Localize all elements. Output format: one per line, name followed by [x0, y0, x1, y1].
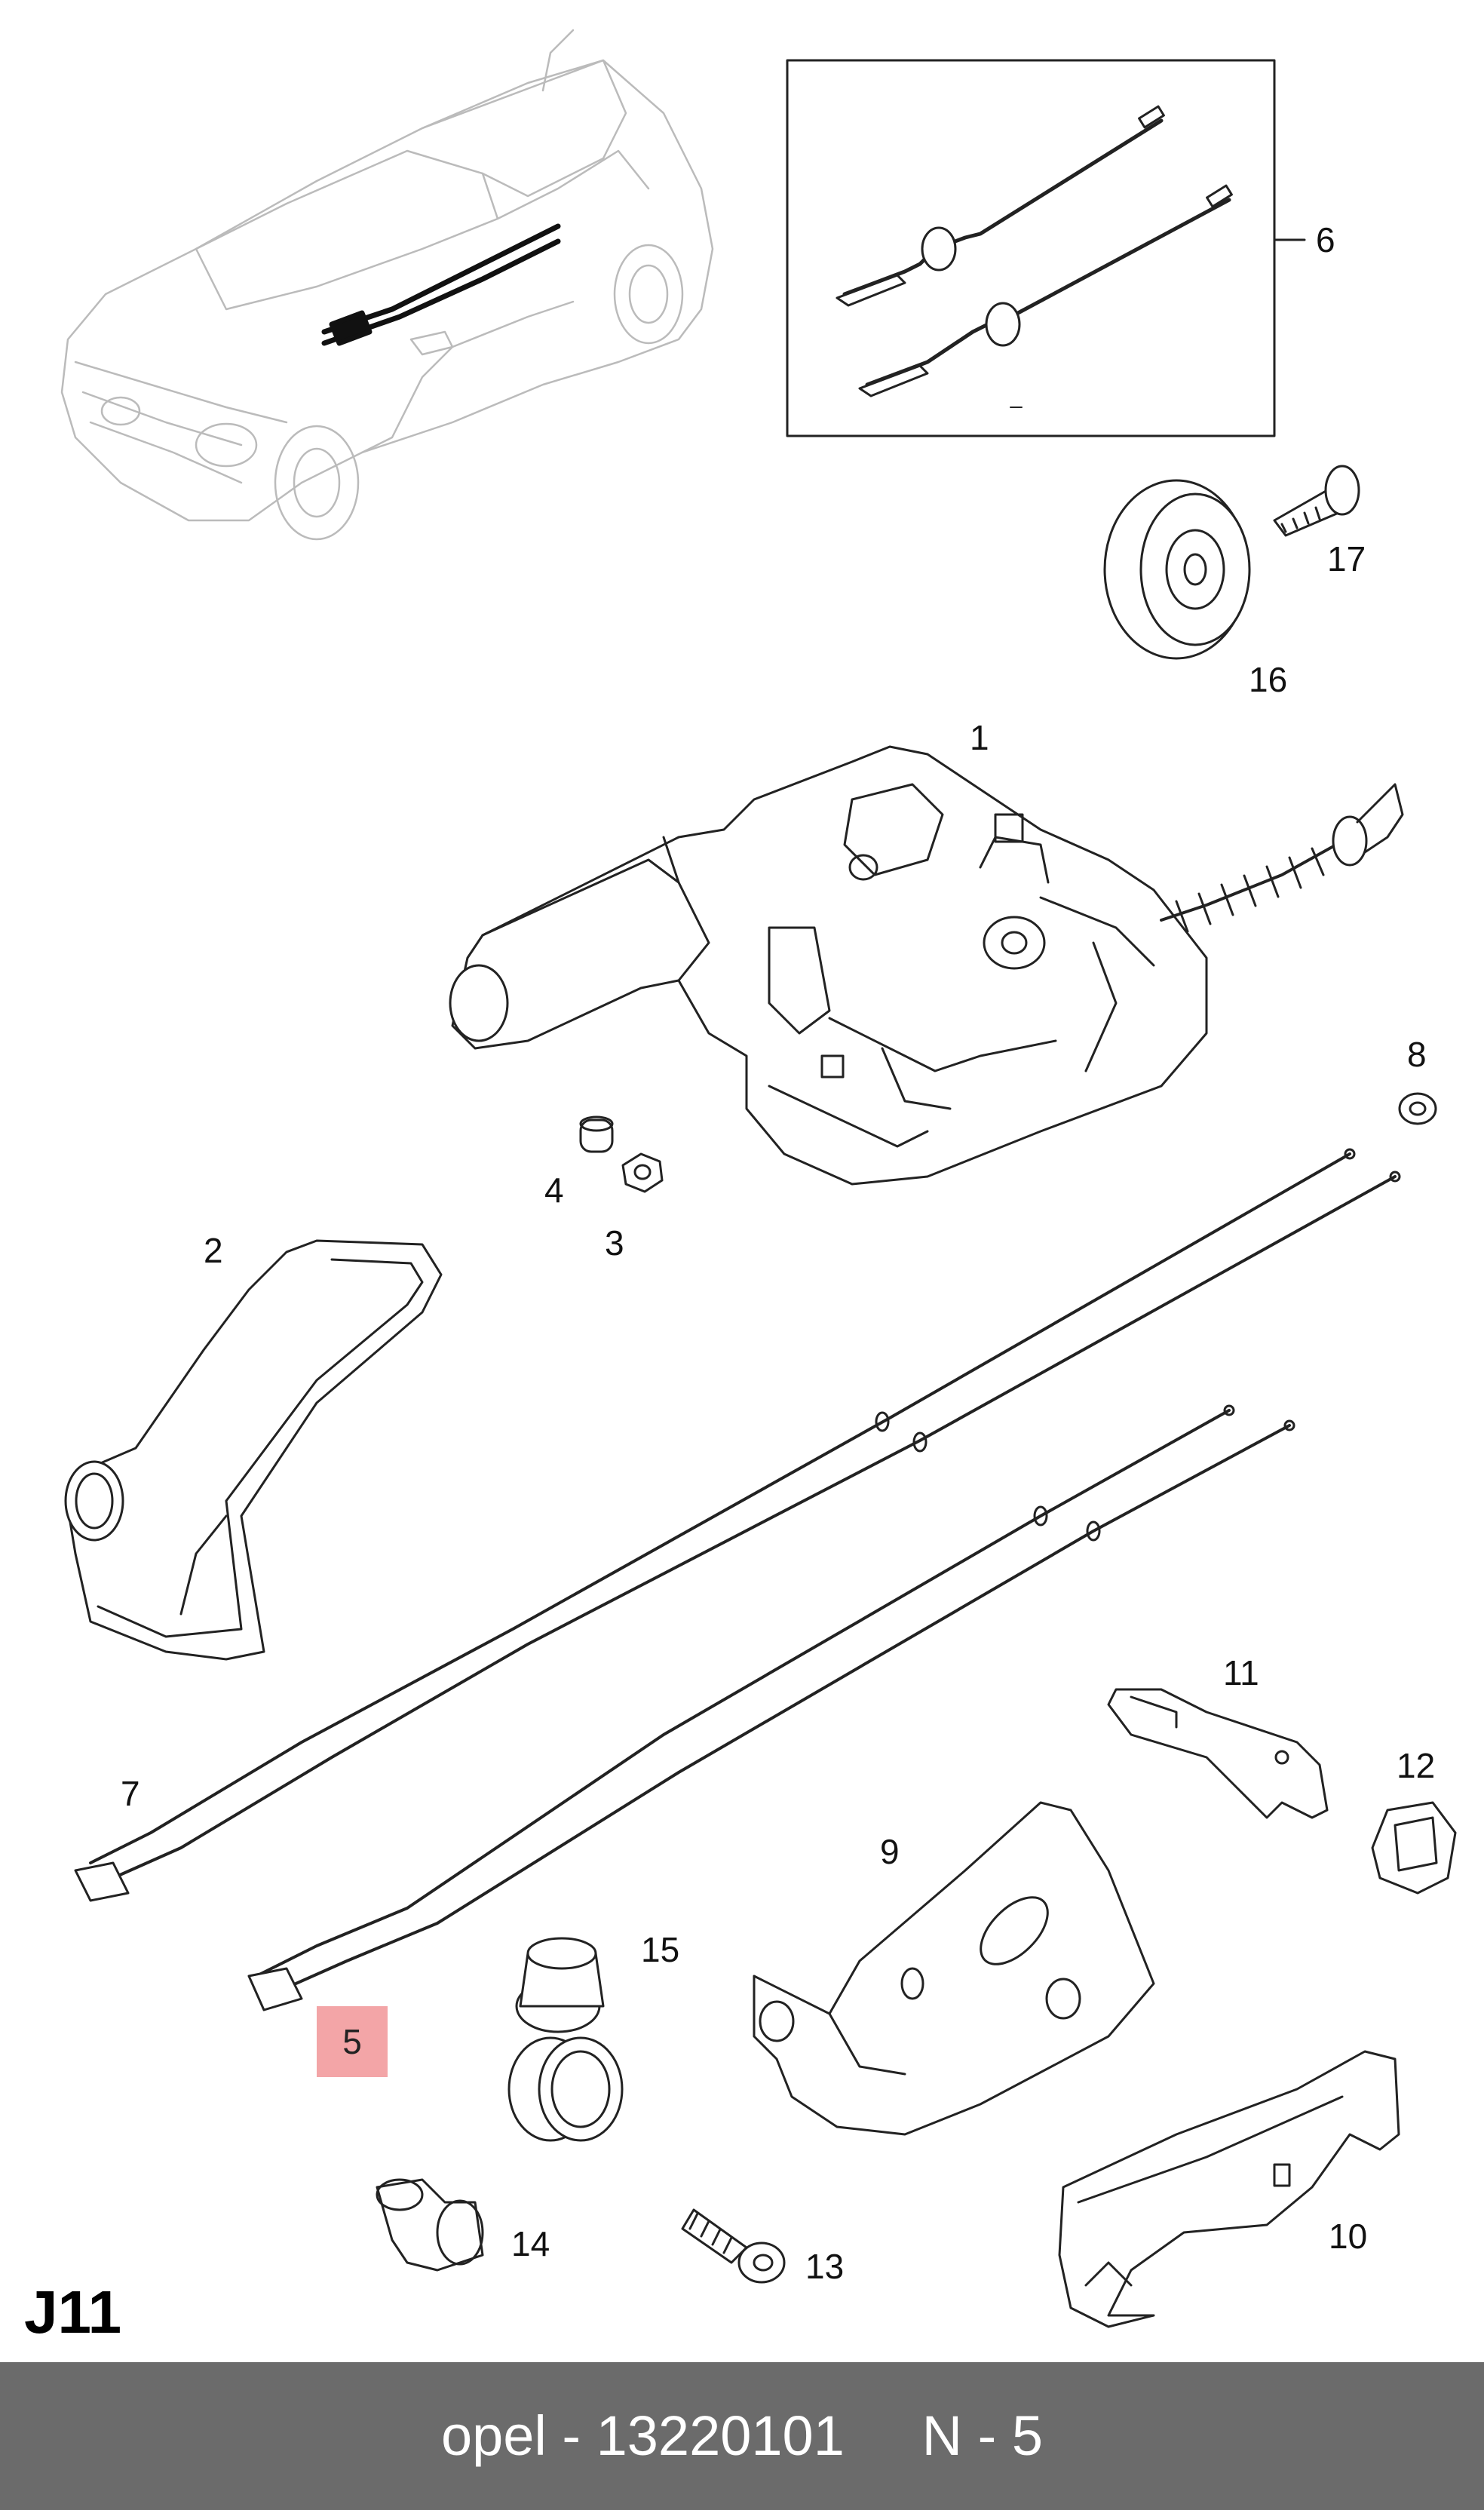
callout-8: 8: [1407, 1035, 1427, 1074]
part-6-cables: [836, 105, 1233, 408]
footer-bar: opel - 13220101 N - 5: [0, 2362, 1484, 2510]
part-12-clip: [1371, 1801, 1457, 1895]
callout-6: 6: [1316, 220, 1335, 259]
part-17-screw: [1273, 465, 1360, 537]
part-9-bracket: [753, 1801, 1155, 2136]
part-6-frame: [786, 59, 1276, 437]
callout-3: 3: [605, 1223, 624, 1263]
part-1-handbrake-lever: [449, 745, 1208, 1186]
callout-11: 11: [1223, 1653, 1259, 1692]
cable-route-highlight: [321, 223, 561, 346]
callout-5: 5: [342, 2022, 362, 2061]
callout-4: 4: [544, 1171, 564, 1210]
part-1-threaded-rod: [1160, 783, 1404, 933]
part-14-sleeve: [376, 2178, 484, 2272]
part-7-cables: [74, 1148, 1401, 1902]
callout-17: 17: [1327, 539, 1366, 578]
part-11-bracket: [1107, 1688, 1329, 1819]
section-code: J11: [24, 2278, 122, 2346]
footer-part-caption: opel - 13220101 N - 5: [440, 2404, 1044, 2467]
part-10-bracket: [1058, 2050, 1400, 2328]
callout-7: 7: [121, 1774, 140, 1813]
part-13-bolt: [681, 2208, 786, 2284]
callout-15: 15: [641, 1930, 680, 1969]
callout-2: 2: [204, 1231, 223, 1270]
part-4-bushing: [579, 1115, 614, 1153]
part-15-clip: [507, 1937, 624, 2142]
part-2-console-boot: [64, 1239, 443, 1661]
callout-10: 10: [1329, 2217, 1368, 2256]
callout-13: 13: [805, 2247, 845, 2286]
callout-16: 16: [1249, 660, 1288, 699]
callout-12: 12: [1397, 1746, 1436, 1785]
vehicle-outline: [60, 29, 714, 541]
callout-14: 14: [511, 2224, 550, 2263]
part-3-nut: [621, 1152, 664, 1193]
highlighted-part-callout: 5: [317, 2006, 388, 2077]
part-8-clip: [1398, 1092, 1437, 1125]
callout-1: 1: [970, 718, 989, 757]
part-5-cables: [247, 1404, 1295, 2011]
part-16-bumper: [1103, 479, 1251, 660]
callout-9: 9: [880, 1832, 900, 1871]
